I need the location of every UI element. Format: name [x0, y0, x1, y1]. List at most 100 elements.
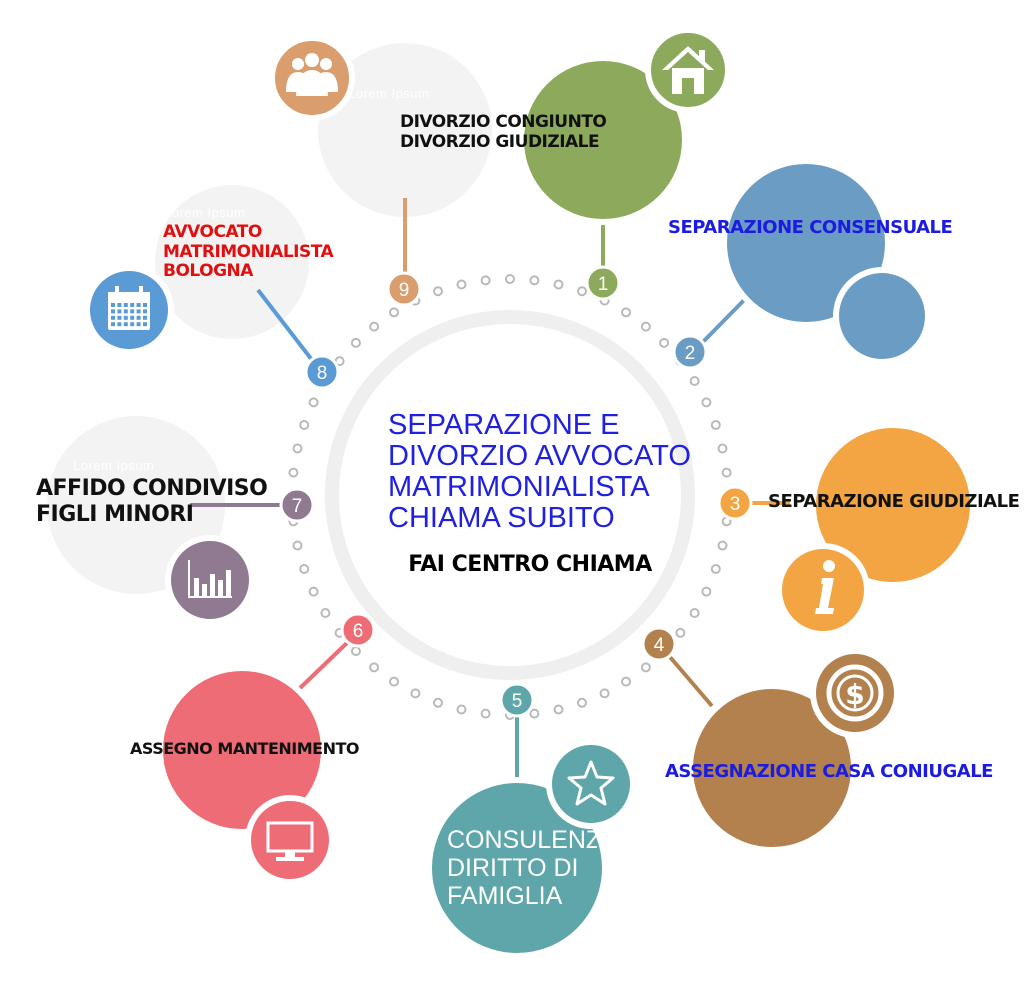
orbit-dot [308, 586, 319, 597]
calendar-cell [130, 309, 135, 314]
center-ring [325, 310, 695, 680]
star-icon [567, 760, 615, 806]
bubble-teal [426, 777, 608, 959]
label-divorzio-line2: DIVORZIO GIUDIZIALE [400, 131, 600, 152]
orbit-dot [480, 275, 491, 286]
bubble-green [518, 55, 688, 225]
calendar-cell [111, 322, 115, 327]
label-separazione-giudiziale: SEPARAZIONE GIUDIZIALE [768, 491, 1020, 512]
bubble-brown [687, 683, 857, 853]
orbit-dot [553, 704, 564, 715]
number-badge-circle [279, 487, 315, 523]
number-badge-circle [386, 271, 422, 307]
calendar-cell [123, 309, 128, 314]
center-headline-line3: MATRIMONIALISTA [388, 471, 650, 503]
orbit-dot [701, 397, 712, 408]
calendar-icon [108, 286, 150, 330]
number-badge-label: 6 [353, 621, 364, 642]
people-group-icon [286, 53, 338, 96]
label-affido-line1: AFFIDO CONDIVISO [36, 476, 268, 501]
number-badge-1: 1 [585, 265, 621, 301]
center-call-to-action[interactable]: FAI CENTRO CHIAMA [408, 552, 652, 577]
orbit-dot [433, 286, 443, 297]
orbit-dot [350, 646, 361, 657]
connector-2 [698, 290, 754, 347]
orbit-dot [621, 307, 631, 318]
orbit-dot [721, 467, 732, 478]
calendar-cell [143, 315, 147, 320]
number-badge-circle [499, 682, 535, 718]
center-headline-line2: DIVORZIO AVVOCATO [388, 440, 691, 472]
svg-text:$: $ [845, 678, 864, 711]
orbit-dot [701, 586, 712, 597]
orbit-dot [621, 676, 631, 687]
bar-chart-icon [188, 560, 232, 598]
orbit-dot [288, 467, 299, 478]
orbit-dot [350, 337, 361, 348]
number-badge-label: 3 [730, 494, 741, 515]
calendar-cell [130, 303, 135, 307]
calendar-cell [136, 315, 141, 320]
number-badge-label: 9 [399, 280, 410, 301]
calendar-cell [123, 315, 128, 320]
number-badge-circle [585, 265, 621, 301]
orbit-dot [710, 420, 721, 430]
number-badge-8: 8 [304, 354, 340, 390]
calendar-cell [111, 315, 115, 320]
label-consulenza-line1: CONSULENZA [447, 826, 597, 854]
number-badge-label: 1 [598, 274, 609, 295]
number-badge-7: 7 [279, 487, 315, 523]
number-badge-2: 2 [672, 334, 708, 370]
calendar-cell [117, 309, 122, 314]
orbit-dot [369, 321, 380, 332]
orbit-dot [292, 540, 303, 551]
number-badge-label: 7 [292, 496, 303, 517]
number-badge-circle [641, 626, 677, 662]
lorem-text-8: Lorem Ipsum [164, 205, 246, 220]
label-assegno-mantenimento: ASSEGNO MANTENIMENTO [130, 739, 359, 758]
orbit-dot [640, 662, 651, 673]
orbit-dot [529, 275, 540, 286]
orbit-dot [659, 337, 670, 348]
label-consulenza: CONSULENZA DIRITTO DI FAMIGLIA [447, 826, 597, 910]
orbit-dot [410, 688, 421, 699]
number-badge-label: 8 [317, 363, 328, 384]
info-icon [815, 560, 835, 614]
number-badge-label: 2 [685, 343, 696, 364]
calendar-cell [123, 303, 128, 307]
number-badges: 1 2 3 4 5 6 7 8 9 [279, 265, 753, 718]
orbit-dot [710, 564, 721, 574]
icon-circle-dollar [810, 648, 900, 738]
orbit-dot [456, 704, 467, 715]
number-badge-label: 5 [512, 691, 523, 712]
orbit-dot [480, 708, 491, 719]
center-headline-line4: CHIAMA SUBITO [388, 502, 615, 534]
calendar-cell [143, 322, 147, 327]
orbit-dot [553, 279, 564, 290]
connector-8 [256, 288, 314, 362]
calendar-cell [143, 303, 147, 307]
center-headline-line1: SEPARAZIONE E [388, 409, 620, 441]
number-badge-6: 6 [340, 612, 376, 648]
orbit-dot [689, 608, 700, 618]
connector-6 [296, 638, 352, 692]
label-affido-line2: FIGLI MINORI [36, 502, 194, 528]
orbit-dot [320, 608, 331, 618]
orbit-dot [389, 676, 399, 687]
icon-circle-star [546, 739, 636, 829]
calendar-cell [143, 309, 147, 314]
calendar-cell [136, 309, 141, 314]
number-badge-circle [717, 485, 753, 521]
orbit-dot [577, 286, 587, 297]
orbit-dot [308, 397, 319, 408]
number-badge-4: 4 [641, 626, 677, 662]
lorem-text-7: Lorem Ipsum [73, 458, 155, 473]
calendar-cell [130, 322, 135, 327]
number-badge-circle [340, 612, 376, 648]
orbit-dot [299, 420, 310, 430]
bubble-blue-small [833, 267, 931, 365]
calendar-cell [136, 322, 141, 327]
center-headline: SEPARAZIONE E DIVORZIO AVVOCATO MATRIMON… [388, 410, 708, 534]
